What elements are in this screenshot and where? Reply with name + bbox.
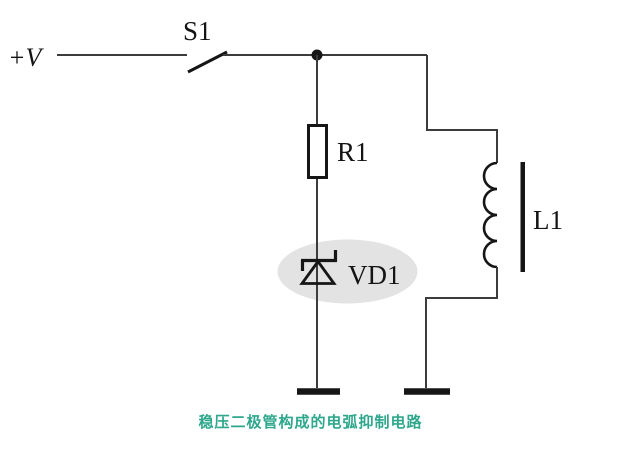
diode-label: VD1 <box>348 260 401 290</box>
switch-label: S1 <box>183 16 212 46</box>
zener-anode-triangle <box>299 259 337 285</box>
resistor-label: R1 <box>337 137 369 167</box>
resistor-body <box>307 124 328 179</box>
diode-highlight-ellipse <box>277 239 418 304</box>
switch-blade <box>187 50 228 74</box>
inductor-core-bar <box>520 162 525 272</box>
figure-caption: 稳压二极管构成的电弧抑制电路 <box>198 414 423 431</box>
supply-label: +V <box>8 43 45 72</box>
inductor-top-lead-wire <box>426 55 498 163</box>
inductor-label: L1 <box>533 205 563 235</box>
inductor-coil <box>482 161 498 269</box>
inductor-bottom-lead-wire <box>425 267 498 388</box>
